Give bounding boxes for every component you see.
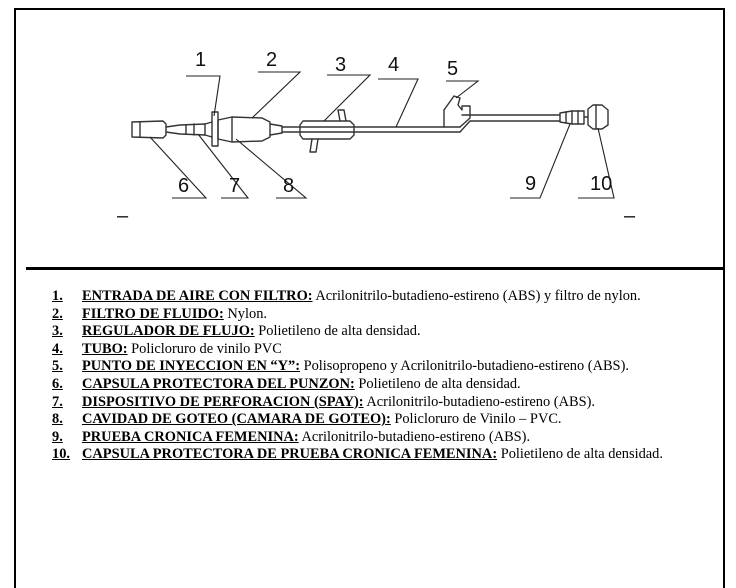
legend-desc: Policloruro de vinilo PVC bbox=[127, 340, 282, 357]
section-divider bbox=[26, 267, 725, 270]
legend-item-2: 2. FILTRO DE FLUIDO: Nylon. bbox=[52, 306, 720, 324]
legend-desc: Acrilonitrilo-butadieno-estireno (ABS) y… bbox=[312, 288, 641, 304]
parts-legend: 1. ENTRADA DE AIRE CON FILTRO: Acrilonitr… bbox=[52, 288, 720, 464]
legend-number: 7. bbox=[52, 393, 63, 410]
legend-number: 3. bbox=[52, 323, 63, 340]
legend-desc: Polietileno de alta densidad. bbox=[254, 323, 421, 340]
legend-number: 6. bbox=[52, 375, 63, 392]
legend-term: CAPSULA PROTECTORA DE PRUEBA CRONICA FEM… bbox=[82, 446, 498, 463]
legend-item-9: 9. PRUEBA CRONICA FEMENINA: Acrilonitrilo… bbox=[52, 429, 720, 447]
legend-item-3: 3. REGULADOR DE FLUJO: Polietileno de alt… bbox=[52, 323, 720, 341]
legend-term: PRUEBA CRONICA FEMENINA: bbox=[82, 428, 299, 445]
legend-item-6: 6. CAPSULA PROTECTORA DEL PUNZON: Polieti… bbox=[52, 376, 720, 394]
legend-term: DISPOSITIVO DE PERFORACION (SPAY): bbox=[82, 393, 364, 410]
legend-item-1: 1. ENTRADA DE AIRE CON FILTRO: Acrilonitr… bbox=[52, 288, 720, 306]
y-site-shape bbox=[443, 95, 471, 116]
legend-item-7: 7. DISPOSITIVO DE PERFORACION (SPAY): Acr… bbox=[52, 394, 720, 412]
callout-2: 2 bbox=[266, 49, 277, 71]
callout-4: 4 bbox=[388, 54, 399, 76]
legend-desc: Polietileno de alta densidad. bbox=[354, 375, 521, 392]
document-frame bbox=[14, 8, 725, 588]
legend-term: TUBO: bbox=[82, 340, 128, 357]
legend-term: FILTRO DE FLUIDO: bbox=[82, 305, 224, 322]
callout-9: 9 bbox=[525, 173, 536, 195]
legend-number: 4. bbox=[52, 340, 63, 357]
legend-number: 8. bbox=[52, 411, 63, 428]
spike-shape bbox=[165, 123, 206, 136]
callout-1: 1 bbox=[195, 49, 206, 71]
luer-cap-shape bbox=[587, 104, 609, 130]
legend-desc: Polisopropeno y Acrilonitrilo-butadieno-… bbox=[300, 358, 629, 375]
legend-desc: Policloruro de Vinilo – PVC. bbox=[390, 411, 562, 428]
legend-item-8: 8. CAVIDAD DE GOTEO (CAMARA DE GOTEO): Po… bbox=[52, 411, 720, 429]
callout-6: 6 bbox=[178, 175, 189, 197]
legend-desc: Acrilonitrilo-butadieno-estireno (ABS). bbox=[363, 393, 595, 410]
legend-term: CAPSULA PROTECTORA DEL PUNZON: bbox=[82, 375, 355, 392]
legend-desc: Nylon. bbox=[223, 305, 267, 322]
air-inlet-shape bbox=[211, 111, 219, 147]
callout-7: 7 bbox=[229, 175, 240, 197]
callout-3: 3 bbox=[335, 54, 346, 76]
legend-term: REGULADOR DE FLUJO: bbox=[82, 323, 255, 340]
legend-term: PUNTO DE INYECCION EN “Y”: bbox=[82, 358, 301, 375]
spike-cap-shape bbox=[131, 120, 167, 139]
legend-number: 9. bbox=[52, 428, 63, 445]
legend-number: 1. bbox=[52, 288, 63, 304]
flow-regulator-shape bbox=[299, 120, 355, 140]
iv-set-diagram: 1 2 3 4 5 6 7 8 9 10 – – bbox=[117, 49, 636, 227]
legend-number: 5. bbox=[52, 358, 63, 375]
drip-chamber-shape bbox=[217, 116, 271, 143]
legend-item-10: 10. CAPSULA PROTECTORA DE PRUEBA CRONICA … bbox=[52, 446, 720, 464]
legend-number: 10. bbox=[52, 446, 70, 463]
legend-item-4: 4. TUBO: Policloruro de vinilo PVC bbox=[52, 341, 720, 359]
legend-item-5: 5. PUNTO DE INYECCION EN “Y”: Polisoprope… bbox=[52, 358, 720, 376]
legend-desc: Acrilonitrilo-butadieno-estireno (ABS). bbox=[298, 428, 531, 445]
dash-mark-left: – bbox=[117, 205, 129, 227]
callout-10: 10 bbox=[590, 173, 612, 195]
legend-desc: Polietileno de alta densidad. bbox=[497, 446, 663, 463]
legend-term: ENTRADA DE AIRE CON FILTRO: bbox=[82, 288, 313, 304]
legend-number: 2. bbox=[52, 305, 63, 322]
callout-8: 8 bbox=[283, 175, 294, 197]
dash-mark-right: – bbox=[624, 205, 636, 227]
callout-5: 5 bbox=[447, 58, 458, 80]
legend-term: CAVIDAD DE GOTEO (CAMARA DE GOTEO): bbox=[82, 411, 391, 428]
